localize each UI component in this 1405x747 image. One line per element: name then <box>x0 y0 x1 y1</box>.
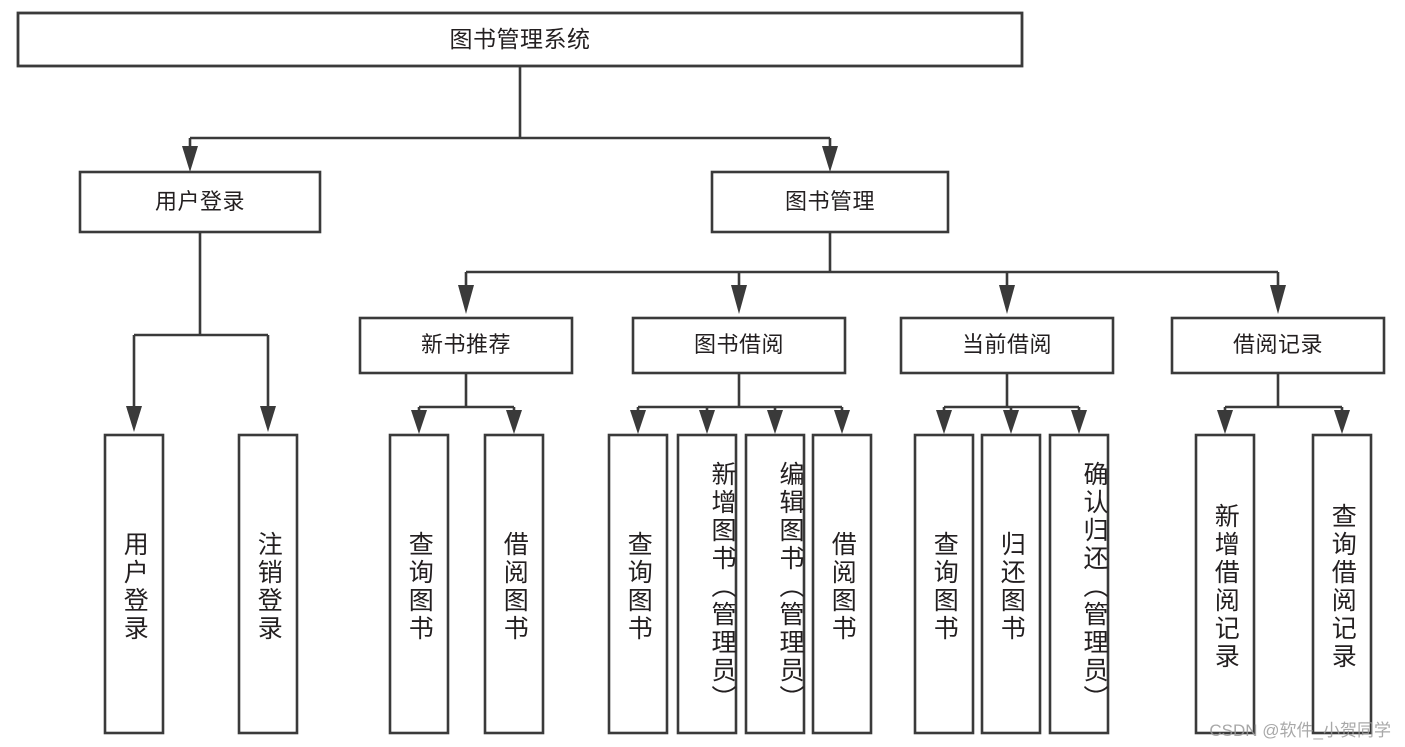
csdn-watermark: CSDN @软件_小贺同学 <box>1209 721 1391 740</box>
arrowhead-borrow-borrow-book <box>834 410 850 434</box>
node-current-borrow-box[interactable] <box>899 316 1115 375</box>
arrowhead-book-borrow <box>731 285 747 314</box>
arrowhead-user-login <box>182 146 198 172</box>
leaf-box-current-confirm-return[interactable] <box>1048 433 1110 735</box>
node-borrow-record-box[interactable] <box>1170 316 1386 375</box>
node-book-borrow-box[interactable] <box>631 316 847 375</box>
leaf-box-recommend-borrow-book[interactable] <box>483 433 545 735</box>
arrowhead-current-query-book <box>936 410 952 434</box>
node-book-manage-box[interactable] <box>710 170 950 234</box>
leaf-box-logout[interactable] <box>237 433 299 735</box>
arrowhead-book-manage <box>822 146 838 172</box>
arrowhead-borrow-add-book <box>699 410 715 434</box>
arrowhead-borrow-record <box>1270 285 1286 314</box>
leaf-box-current-query-book[interactable] <box>913 433 975 735</box>
leaf-box-record-add-record[interactable] <box>1194 433 1256 735</box>
leaf-box-user-login[interactable] <box>103 433 165 735</box>
arrowhead-current-return-book <box>1003 410 1019 434</box>
arrowhead-recommend-query-book <box>411 410 427 434</box>
arrowhead-current-borrow <box>999 285 1015 314</box>
leaf-box-current-return-book[interactable] <box>980 433 1042 735</box>
arrowhead-leaf-user-login <box>126 406 142 432</box>
leaf-box-borrow-add-book[interactable] <box>676 433 738 735</box>
arrowhead-borrow-query-book <box>630 410 646 434</box>
node-user-login-box[interactable] <box>78 170 322 234</box>
arrowhead-current-confirm-return <box>1071 410 1087 434</box>
arrowhead-recommend-borrow-book <box>506 410 522 434</box>
leaf-box-borrow-borrow-book[interactable] <box>811 433 873 735</box>
arrowhead-record-query-record <box>1334 410 1350 434</box>
arrowhead-leaf-logout <box>260 406 276 432</box>
node-root-box[interactable] <box>16 11 1024 68</box>
leaf-box-borrow-edit-book[interactable] <box>744 433 806 735</box>
arrowhead-record-add-record <box>1217 410 1233 434</box>
leaf-box-record-query-record[interactable] <box>1311 433 1373 735</box>
leaf-box-borrow-query-book[interactable] <box>607 433 669 735</box>
arrowhead-borrow-edit-book <box>767 410 783 434</box>
node-new-book-recommend-box[interactable] <box>358 316 574 375</box>
leaf-box-recommend-query-book[interactable] <box>388 433 450 735</box>
arrowhead-new-book-recommend <box>458 285 474 314</box>
